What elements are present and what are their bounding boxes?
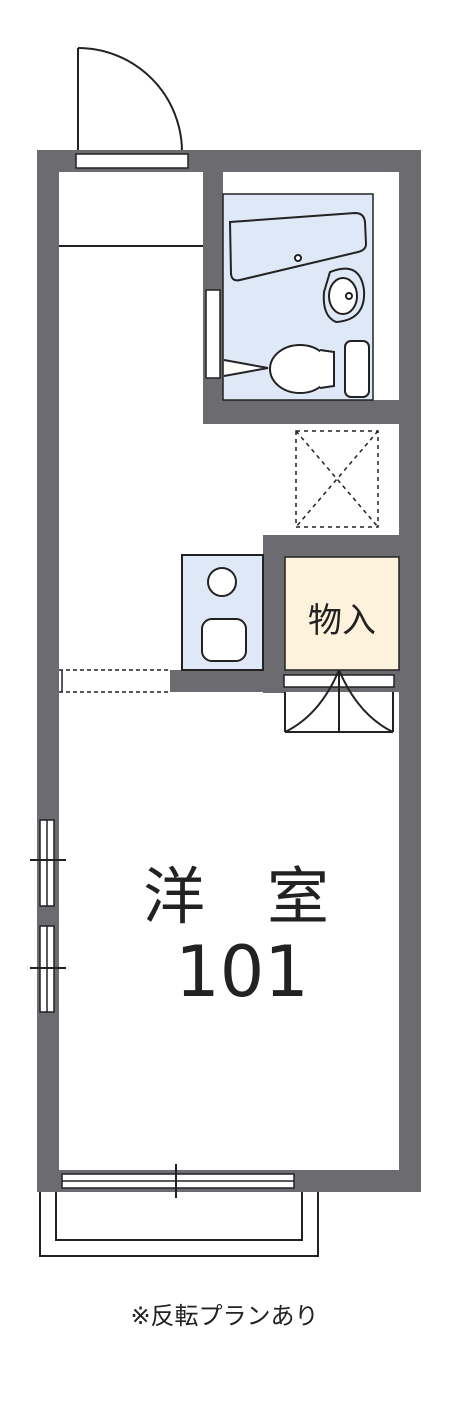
kitchen (181, 554, 264, 671)
unit-number: 101 (175, 931, 309, 1013)
closet-double-door (284, 669, 394, 733)
bathroom-door (205, 289, 221, 379)
bathtub (228, 211, 368, 282)
room-partition (59, 669, 170, 693)
room-label: 洋 室 (143, 860, 329, 933)
closet-label: 物入 (308, 601, 376, 641)
balcony (39, 1192, 319, 1257)
flip-plan-note: ※反転プランあり (130, 1302, 319, 1330)
left-window-upper (30, 819, 66, 907)
closet-area (284, 556, 400, 671)
wash-basin (322, 267, 366, 324)
toilet (223, 340, 370, 398)
entrance-door (77, 47, 183, 153)
balcony-window (61, 1164, 295, 1198)
laundry-space (295, 430, 379, 528)
entrance-opening (75, 153, 189, 169)
left-window-lower (30, 925, 66, 1013)
